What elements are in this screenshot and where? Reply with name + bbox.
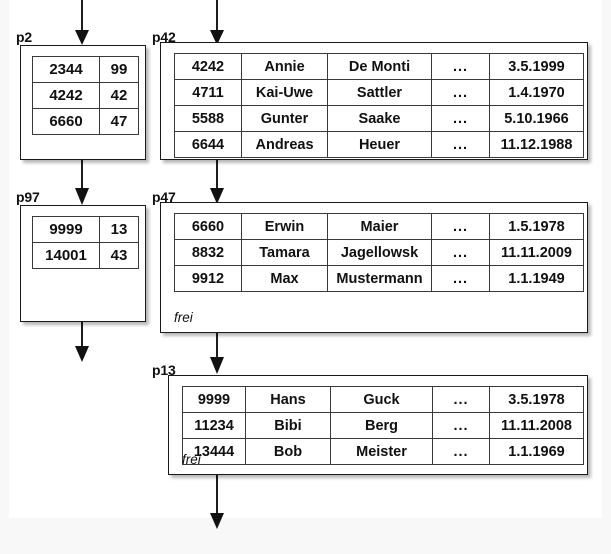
cell-more: ... [431, 239, 490, 266]
cell-last: De Monti [327, 53, 432, 80]
cell-id: 5588 [174, 105, 242, 132]
cell-id: 4242 [174, 53, 242, 80]
cell-pointer: 13 [99, 216, 139, 243]
cell-more: ... [432, 386, 490, 413]
cell-pointer: 47 [99, 108, 139, 135]
cell-last: Maier [327, 213, 432, 240]
cell-last: Mustermann [327, 265, 432, 292]
cell-date: 5.10.1966 [489, 105, 584, 132]
arrow-p13-out [210, 473, 224, 529]
table-p47: 6660 Erwin Maier ... 1.5.1978 8832 Tamar… [174, 213, 584, 292]
cell-first: Kai-Uwe [241, 79, 328, 106]
arrow-p42-to-p47 [210, 160, 224, 204]
cell-more: ... [431, 213, 490, 240]
cell-last: Guck [330, 386, 433, 413]
cell-first: Tamara [241, 239, 328, 266]
cell-id: 13444 [182, 438, 246, 465]
node-label-p2: p2 [16, 29, 32, 45]
cell-date: 3.5.1999 [489, 53, 584, 80]
cell-date: 1.4.1970 [489, 79, 584, 106]
cell-date: 1.1.1949 [489, 265, 584, 292]
table-row: 4242 42 [32, 82, 139, 109]
table-row: 8832 Tamara Jagellowsk ... 11.11.2009 [174, 239, 584, 266]
cell-last: Saake [327, 105, 432, 132]
cell-first: Annie [241, 53, 328, 80]
cell-id: 6660 [174, 213, 242, 240]
cell-id: 9912 [174, 265, 242, 292]
arrow-p47-to-p13 [210, 331, 224, 374]
cell-more: ... [431, 53, 490, 80]
cell-date: 11.12.1988 [489, 131, 584, 158]
cell-last: Heuer [327, 131, 432, 158]
cell-first: Andreas [241, 131, 328, 158]
table-row: 9999 13 [32, 216, 139, 243]
table-row: 9999 Hans Guck ... 3.5.1978 [182, 386, 584, 413]
cell-more: ... [432, 412, 490, 439]
cell-key: 6660 [32, 108, 100, 135]
free-space-label-p47: frei [174, 310, 193, 325]
cell-pointer: 42 [99, 82, 139, 109]
cell-last: Berg [330, 412, 433, 439]
arrow-p97-out [75, 320, 89, 362]
table-p42: 4242 Annie De Monti ... 3.5.1999 4711 Ka… [174, 53, 584, 158]
table-p13: 9999 Hans Guck ... 3.5.1978 11234 Bibi B… [182, 386, 584, 465]
cell-more: ... [431, 131, 490, 158]
cell-first: Erwin [241, 213, 328, 240]
node-label-p42: p42 [152, 29, 176, 45]
cell-first: Gunter [241, 105, 328, 132]
table-p97: 9999 13 14001 43 [32, 216, 139, 269]
table-row: 6660 47 [32, 108, 139, 135]
cell-key: 9999 [32, 216, 100, 243]
cell-id: 6644 [174, 131, 242, 158]
table-row: 9912 Max Mustermann ... 1.1.1949 [174, 265, 584, 292]
table-row: 6644 Andreas Heuer ... 11.12.1988 [174, 131, 584, 158]
arrow-into-p42 [210, 0, 224, 45]
arrow-into-p2 [75, 0, 89, 45]
table-row: 4711 Kai-Uwe Sattler ... 1.4.1970 [174, 79, 584, 106]
cell-more: ... [431, 79, 490, 106]
table-row: 5588 Gunter Saake ... 5.10.1966 [174, 105, 584, 132]
cell-date: 11.11.2008 [489, 412, 584, 439]
cell-first: Hans [245, 386, 331, 413]
cell-more: ... [432, 438, 490, 465]
table-row: 6660 Erwin Maier ... 1.5.1978 [174, 213, 584, 240]
cell-pointer: 99 [99, 56, 139, 83]
cell-date: 1.5.1978 [489, 213, 584, 240]
cell-first: Max [241, 265, 328, 292]
cell-first: Bibi [245, 412, 331, 439]
table-row: 13444 Bob Meister ... 1.1.1969 [182, 438, 584, 465]
cell-pointer: 43 [99, 242, 139, 269]
cell-last: Meister [330, 438, 433, 465]
cell-id: 4711 [174, 79, 242, 106]
free-space-label-p13: frei [182, 452, 201, 467]
cell-id: 9999 [182, 386, 246, 413]
cell-key: 14001 [32, 242, 100, 269]
cell-date: 1.1.1969 [489, 438, 584, 465]
cell-date: 11.11.2009 [489, 239, 584, 266]
table-row: 2344 99 [32, 56, 139, 83]
node-label-p97: p97 [16, 189, 40, 205]
cell-last: Sattler [327, 79, 432, 106]
node-label-p13: p13 [152, 362, 176, 378]
cell-id: 8832 [174, 239, 242, 266]
table-row: 4242 Annie De Monti ... 3.5.1999 [174, 53, 584, 80]
cell-id: 11234 [182, 412, 246, 439]
cell-more: ... [431, 265, 490, 292]
cell-more: ... [431, 105, 490, 132]
cell-key: 4242 [32, 82, 100, 109]
node-label-p47: p47 [152, 189, 176, 205]
cell-key: 2344 [32, 56, 100, 83]
cell-first: Bob [245, 438, 331, 465]
cell-last: Jagellowsk [327, 239, 432, 266]
arrow-p2-to-p97 [75, 158, 89, 205]
table-p2: 2344 99 4242 42 6660 47 [32, 56, 139, 135]
cell-date: 3.5.1978 [489, 386, 584, 413]
table-row: 11234 Bibi Berg ... 11.11.2008 [182, 412, 584, 439]
table-row: 14001 43 [32, 242, 139, 269]
